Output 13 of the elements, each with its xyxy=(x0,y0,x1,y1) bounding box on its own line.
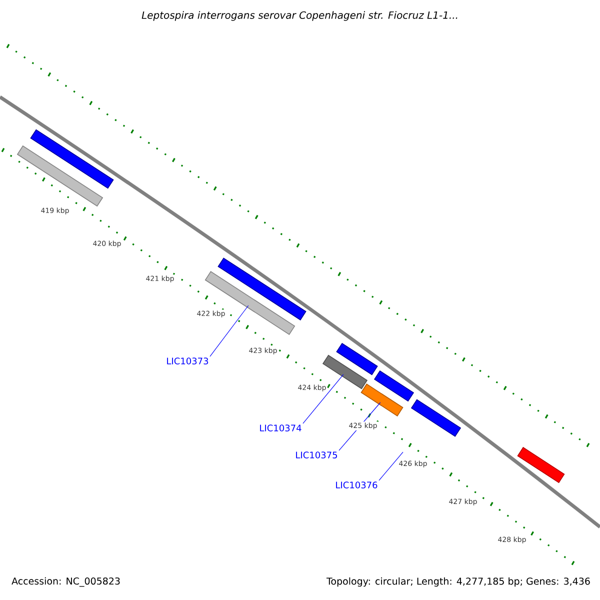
genome-info-text: Topology: circular; Length: 4,277,185 bp; Genes: 3,436 xyxy=(326,577,590,587)
gene-label: LIC10376 xyxy=(336,482,378,488)
gene-bar xyxy=(336,342,378,376)
leader-line xyxy=(378,452,404,481)
leader-line xyxy=(302,374,344,424)
gene-label: LIC10375 xyxy=(296,452,337,458)
gene-bar xyxy=(360,384,404,416)
gene-bar xyxy=(30,129,114,189)
leader-line xyxy=(210,305,249,357)
title: Leptospira interrogans serovar Copenhageni str. Fiocruz L1-1... xyxy=(142,11,458,21)
gene-label: LIC10373 xyxy=(167,358,208,364)
gene-label: LIC10374 xyxy=(260,424,302,432)
accession-text: Accession: NC_005823 xyxy=(12,577,120,587)
